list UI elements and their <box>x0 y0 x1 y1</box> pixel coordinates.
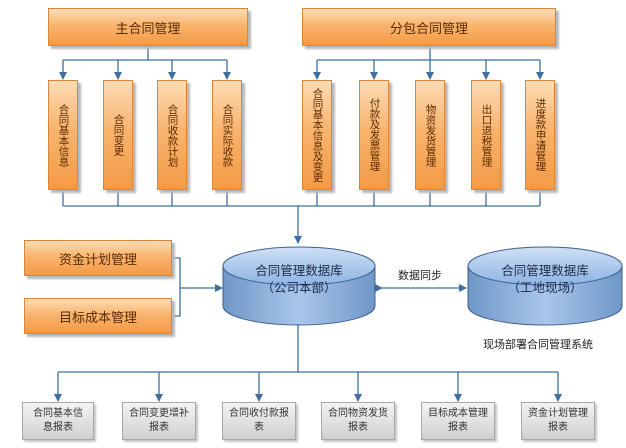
target-cost-box[interactable]: 目标成本管理 <box>24 298 172 334</box>
db-site-location: （工地现场） <box>507 280 583 295</box>
sub-item-material-shipping[interactable]: 物资发货管理 <box>415 80 445 190</box>
report-label: 合同物资发货报表 <box>328 408 388 433</box>
sub-item-label: 物资发货管理 <box>424 103 437 167</box>
report-label: 合同基本信息报表 <box>33 408 83 433</box>
db-company-location: （公司本部） <box>261 280 337 295</box>
fund-plan-box[interactable]: 资金计划管理 <box>24 240 172 276</box>
fund-plan-label: 资金计划管理 <box>58 252 137 268</box>
main-contract-connectors <box>59 46 231 80</box>
report-receipt-payment[interactable]: 合同收付款报表 <box>222 402 296 440</box>
main-item-change[interactable]: 合同变更 <box>103 80 133 190</box>
report-label: 合同变更增补报表 <box>129 408 189 433</box>
sub-contract-connectors <box>313 46 544 80</box>
main-item-label: 合同基本信息 <box>57 103 70 167</box>
site-system-label: 现场部署合同管理系统 <box>483 338 593 351</box>
db-company-name: 合同管理数据库 <box>255 263 343 278</box>
main-contract-box[interactable]: 主合同管理 <box>48 8 248 46</box>
collect-connectors <box>62 190 541 244</box>
sub-item-basic-info-change[interactable]: 合同基本信息及变更 <box>302 80 332 190</box>
sync-label: 数据同步 <box>398 269 442 282</box>
db-site-cylinder <box>467 246 623 326</box>
report-connectors <box>54 325 562 402</box>
sub-item-label: 付款及发票管理 <box>368 98 381 172</box>
db-site-label[interactable]: 合同管理数据库 （工地现场） <box>468 262 622 296</box>
report-label: 目标成本管理报表 <box>428 408 488 433</box>
sub-contract-title: 分包合同管理 <box>389 21 468 37</box>
main-item-label: 合同收款计划 <box>166 103 179 167</box>
report-label: 合同收付款报表 <box>229 408 289 433</box>
db-company-cylinder <box>222 246 376 326</box>
report-basic-info[interactable]: 合同基本信息报表 <box>22 402 94 440</box>
sub-contract-box[interactable]: 分包合同管理 <box>302 8 556 46</box>
db-site-name: 合同管理数据库 <box>501 263 589 278</box>
report-target-cost[interactable]: 目标成本管理报表 <box>421 402 495 440</box>
main-contract-title: 主合同管理 <box>115 21 181 37</box>
db-company-label[interactable]: 合同管理数据库 （公司本部） <box>223 262 375 296</box>
main-item-actual-collection[interactable]: 合同实际收款 <box>212 80 242 190</box>
sub-item-export-tax-refund[interactable]: 出口退税管理 <box>471 80 501 190</box>
target-cost-label: 目标成本管理 <box>58 310 137 326</box>
sub-item-label: 出口退税管理 <box>480 103 493 167</box>
side-connectors <box>172 257 223 317</box>
sub-item-label: 合同基本信息及变更 <box>311 87 324 183</box>
sub-item-label: 进度款申请管理 <box>534 98 547 172</box>
report-fund-plan[interactable]: 资金计划管理报表 <box>521 402 595 440</box>
main-item-basic-info[interactable]: 合同基本信息 <box>48 80 78 190</box>
report-label: 资金计划管理报表 <box>528 408 588 433</box>
report-material-shipping[interactable]: 合同物资发货报表 <box>321 402 395 440</box>
sub-item-payment-invoice[interactable]: 付款及发票管理 <box>359 80 389 190</box>
sub-item-progress-payment[interactable]: 进度款申请管理 <box>525 80 555 190</box>
main-item-label: 合同实际收款 <box>221 103 234 167</box>
main-item-collection-plan[interactable]: 合同收款计划 <box>157 80 187 190</box>
report-change-supplement[interactable]: 合同变更增补报表 <box>122 402 196 440</box>
main-item-label: 合同变更 <box>112 114 125 156</box>
